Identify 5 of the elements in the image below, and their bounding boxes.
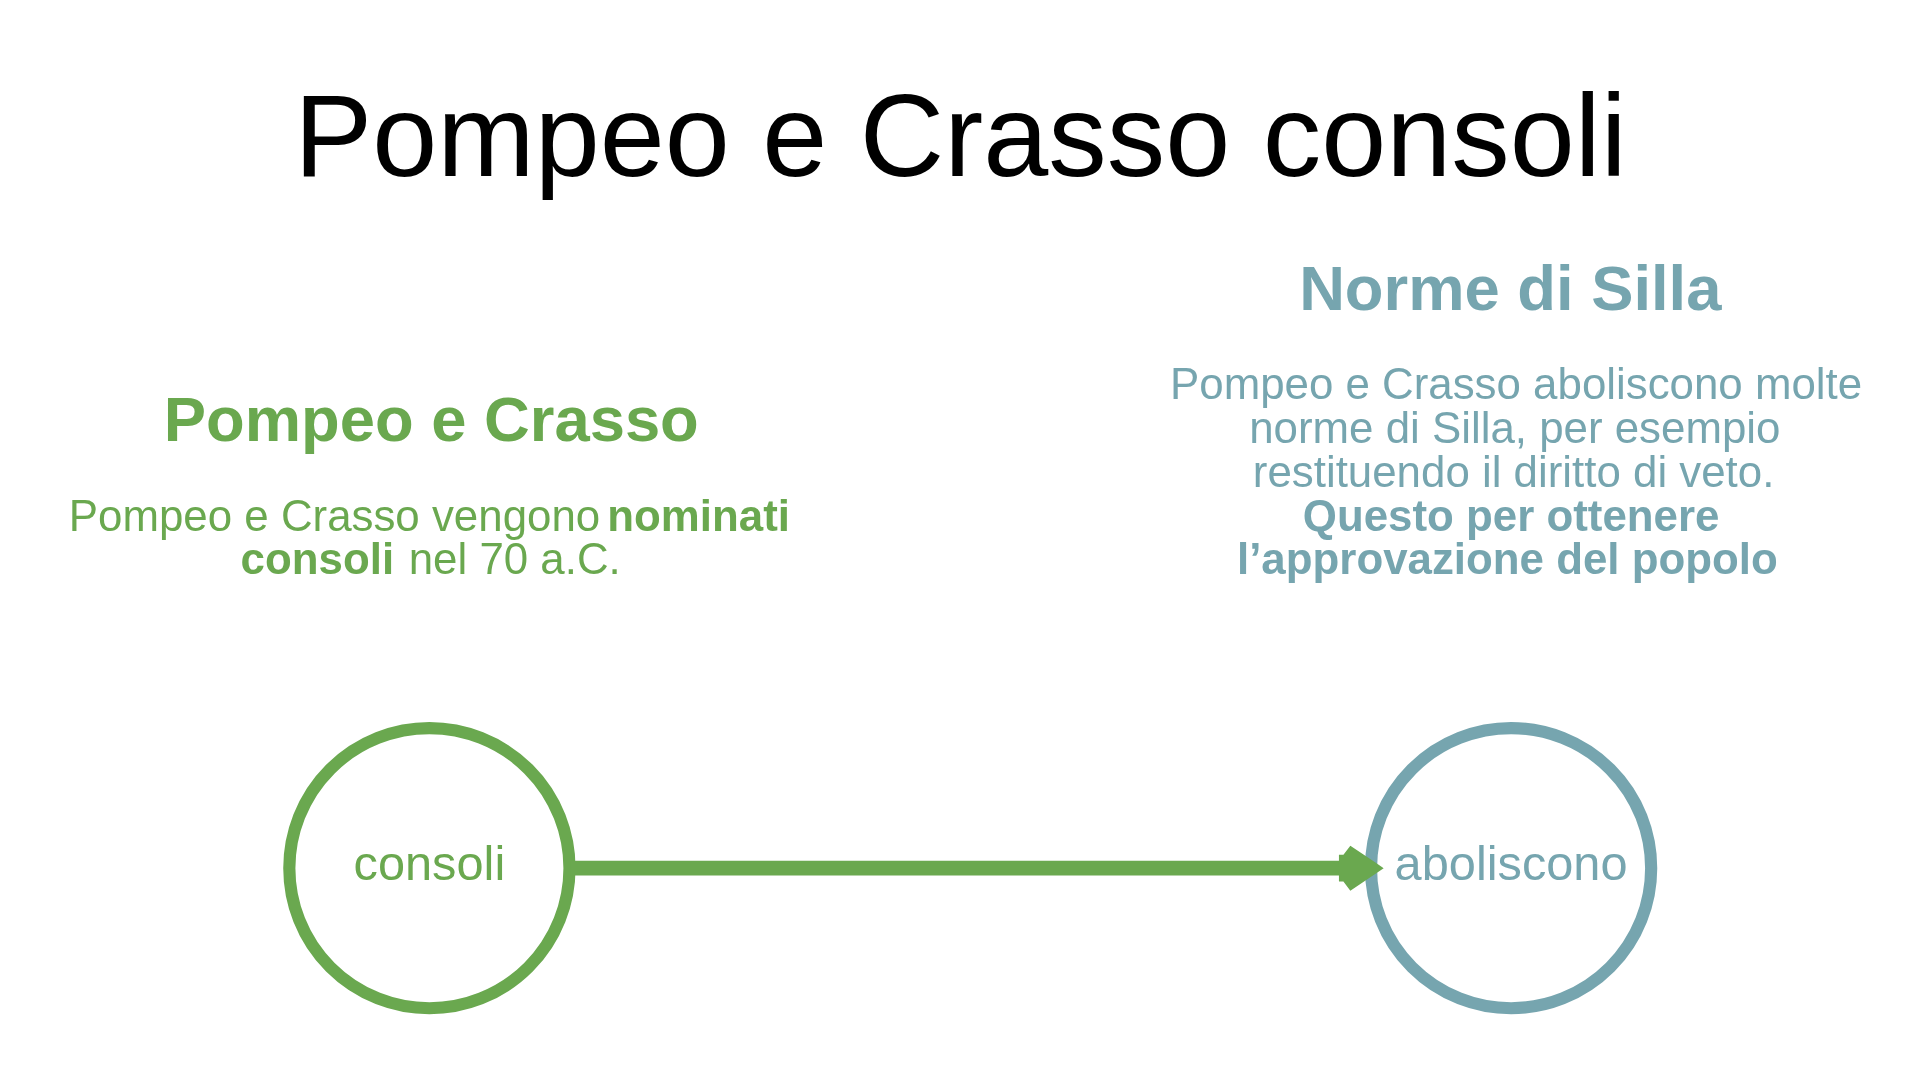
- node-label: Pompeo e Crasso aboliscono molte norme di Silla, per esempio restituendo il diritto di veto. Questo per ottenere l’approvazione del popolo: [1169, 358, 1862, 583]
- node-label: Pompeo e Crasso: [163, 383, 699, 454]
- diagram-title: Pompeo e Crasso consoli: [293, 69, 1627, 201]
- node-label: Pompeo e Crasso vengono nominati consoli nel 70 a.C.: [68, 490, 790, 583]
- node-label: Norme di Silla: [1298, 252, 1721, 323]
